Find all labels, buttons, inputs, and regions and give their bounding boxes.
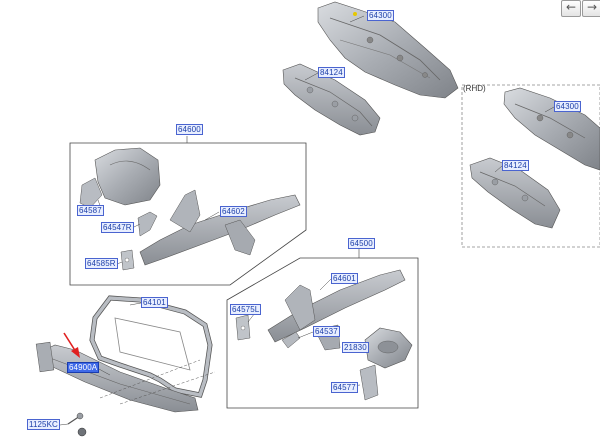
part-label-84124-rhd[interactable]: 84124 — [502, 160, 529, 171]
part-label-64300-rhd[interactable]: 64300 — [554, 101, 581, 112]
cowl-member-part — [282, 63, 381, 136]
part-label-64600[interactable]: 64600 — [176, 124, 203, 135]
part-label-64587[interactable]: 64587 — [77, 205, 104, 216]
part-label-64900a[interactable]: 64900A — [67, 362, 100, 373]
group-box-64500 — [226, 257, 419, 409]
part-label-64601[interactable]: 64601 — [331, 273, 358, 284]
part-label-64575l[interactable]: 64575L — [230, 304, 262, 315]
bracket-64537-part — [281, 331, 301, 349]
part-label-64585r[interactable]: 64585R — [85, 258, 118, 269]
rhd-cowl-member-part — [469, 157, 561, 229]
part-label-64300[interactable]: 64300 — [367, 10, 394, 21]
bracket-64575l-part — [235, 314, 251, 341]
bracket-64577-part — [359, 364, 379, 401]
part-label-64537[interactable]: 64537 — [313, 326, 340, 337]
red-arrow-icon — [63, 332, 80, 358]
part-label-64577[interactable]: 64577 — [331, 382, 358, 393]
next-page-button[interactable]: → — [582, 0, 600, 17]
bumper-beam-part — [35, 341, 199, 413]
arrow-left-icon: ← — [565, 0, 577, 14]
bracket-64585r-part — [120, 249, 135, 271]
part-label-1125kc[interactable]: 1125KC — [27, 419, 60, 430]
group-box-64600 — [69, 142, 307, 286]
rhd-caption: (RHD) — [463, 84, 486, 93]
part-label-84124[interactable]: 84124 — [318, 67, 345, 78]
bracket-64547r-part — [137, 211, 158, 237]
front-side-member-part — [139, 189, 301, 266]
arrow-right-icon: → — [586, 0, 598, 14]
bolt-part — [67, 412, 87, 437]
rhd-dash-panel-part — [503, 87, 600, 171]
part-label-64602[interactable]: 64602 — [220, 206, 247, 217]
prev-page-button[interactable]: ← — [561, 0, 581, 17]
wheel-housing-part — [79, 147, 161, 209]
part-label-21830[interactable]: 21830 — [342, 342, 369, 353]
part-label-64547r[interactable]: 64547R — [101, 222, 134, 233]
mount-bracket-21830-part — [364, 327, 413, 369]
part-label-64500[interactable]: 64500 — [348, 238, 375, 249]
part-label-64101[interactable]: 64101 — [141, 297, 168, 308]
